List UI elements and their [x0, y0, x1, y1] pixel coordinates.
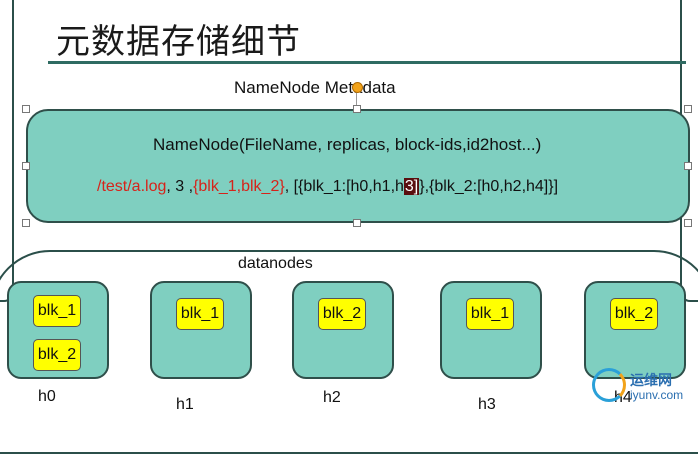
resize-handle-mr[interactable]: [684, 162, 692, 170]
namenode-box[interactable]: [26, 109, 690, 223]
block-map-part1: , [{blk_1:[h0,h1,h: [284, 178, 404, 195]
text-cursor-highlight: 3]: [403, 178, 420, 195]
block-chip: blk_2: [610, 298, 658, 330]
host-label-h1: h1: [176, 396, 194, 413]
namenode-schema-text: NameNode(FileName, replicas, block-ids,i…: [153, 135, 542, 154]
resize-handle-bm[interactable]: [353, 219, 361, 227]
host-label-h0: h0: [38, 388, 56, 405]
file-path: /test/a.log: [97, 178, 167, 195]
watermark-logo-icon: [592, 368, 626, 402]
datanodes-label: datanodes: [238, 255, 313, 272]
host-label-h3: h3: [478, 396, 496, 413]
datanode-h1: blk_1: [150, 281, 252, 379]
block-chip: blk_1: [33, 295, 81, 327]
resize-handle-tm[interactable]: [353, 105, 361, 113]
datanode-h2: blk_2: [292, 281, 394, 379]
block-chip: blk_1: [176, 298, 224, 330]
datanode-h3: blk_1: [440, 281, 542, 379]
resize-handle-tr[interactable]: [684, 105, 692, 113]
title-underline: [48, 61, 686, 64]
namenode-metadata-label: NameNode Metadata: [234, 78, 396, 97]
block-list: {blk_1,blk_2}: [193, 178, 285, 195]
block-map-part2: },{blk_2:[h0,h2,h4]}]: [419, 178, 559, 195]
block-chip: blk_2: [318, 298, 366, 330]
frame-left-border: [0, 0, 14, 302]
watermark-url: iyunv.com: [630, 388, 684, 402]
block-chip: blk_1: [466, 298, 514, 330]
namenode-entry-text: /test/a.log, 3 ,{blk_1,blk_2}, [{blk_1:[…: [97, 178, 558, 196]
datanode-h0: blk_1 blk_2: [7, 281, 109, 379]
resize-handle-ml[interactable]: [22, 162, 30, 170]
slide-title: 元数据存储细节: [56, 22, 301, 62]
resize-handle-bl[interactable]: [22, 219, 30, 227]
host-label-h2: h2: [323, 389, 341, 406]
site-watermark: 运维网 iyunv.com: [590, 366, 694, 412]
replica-count: , 3 ,: [166, 178, 194, 195]
resize-handle-tl[interactable]: [22, 105, 30, 113]
datanode-h4: blk_2: [584, 281, 686, 379]
resize-handle-br[interactable]: [684, 219, 692, 227]
block-chip: blk_2: [33, 339, 81, 371]
watermark-name: 运维网: [630, 372, 672, 388]
rotation-stem: [356, 90, 357, 108]
rotation-handle-icon[interactable]: [352, 82, 363, 93]
